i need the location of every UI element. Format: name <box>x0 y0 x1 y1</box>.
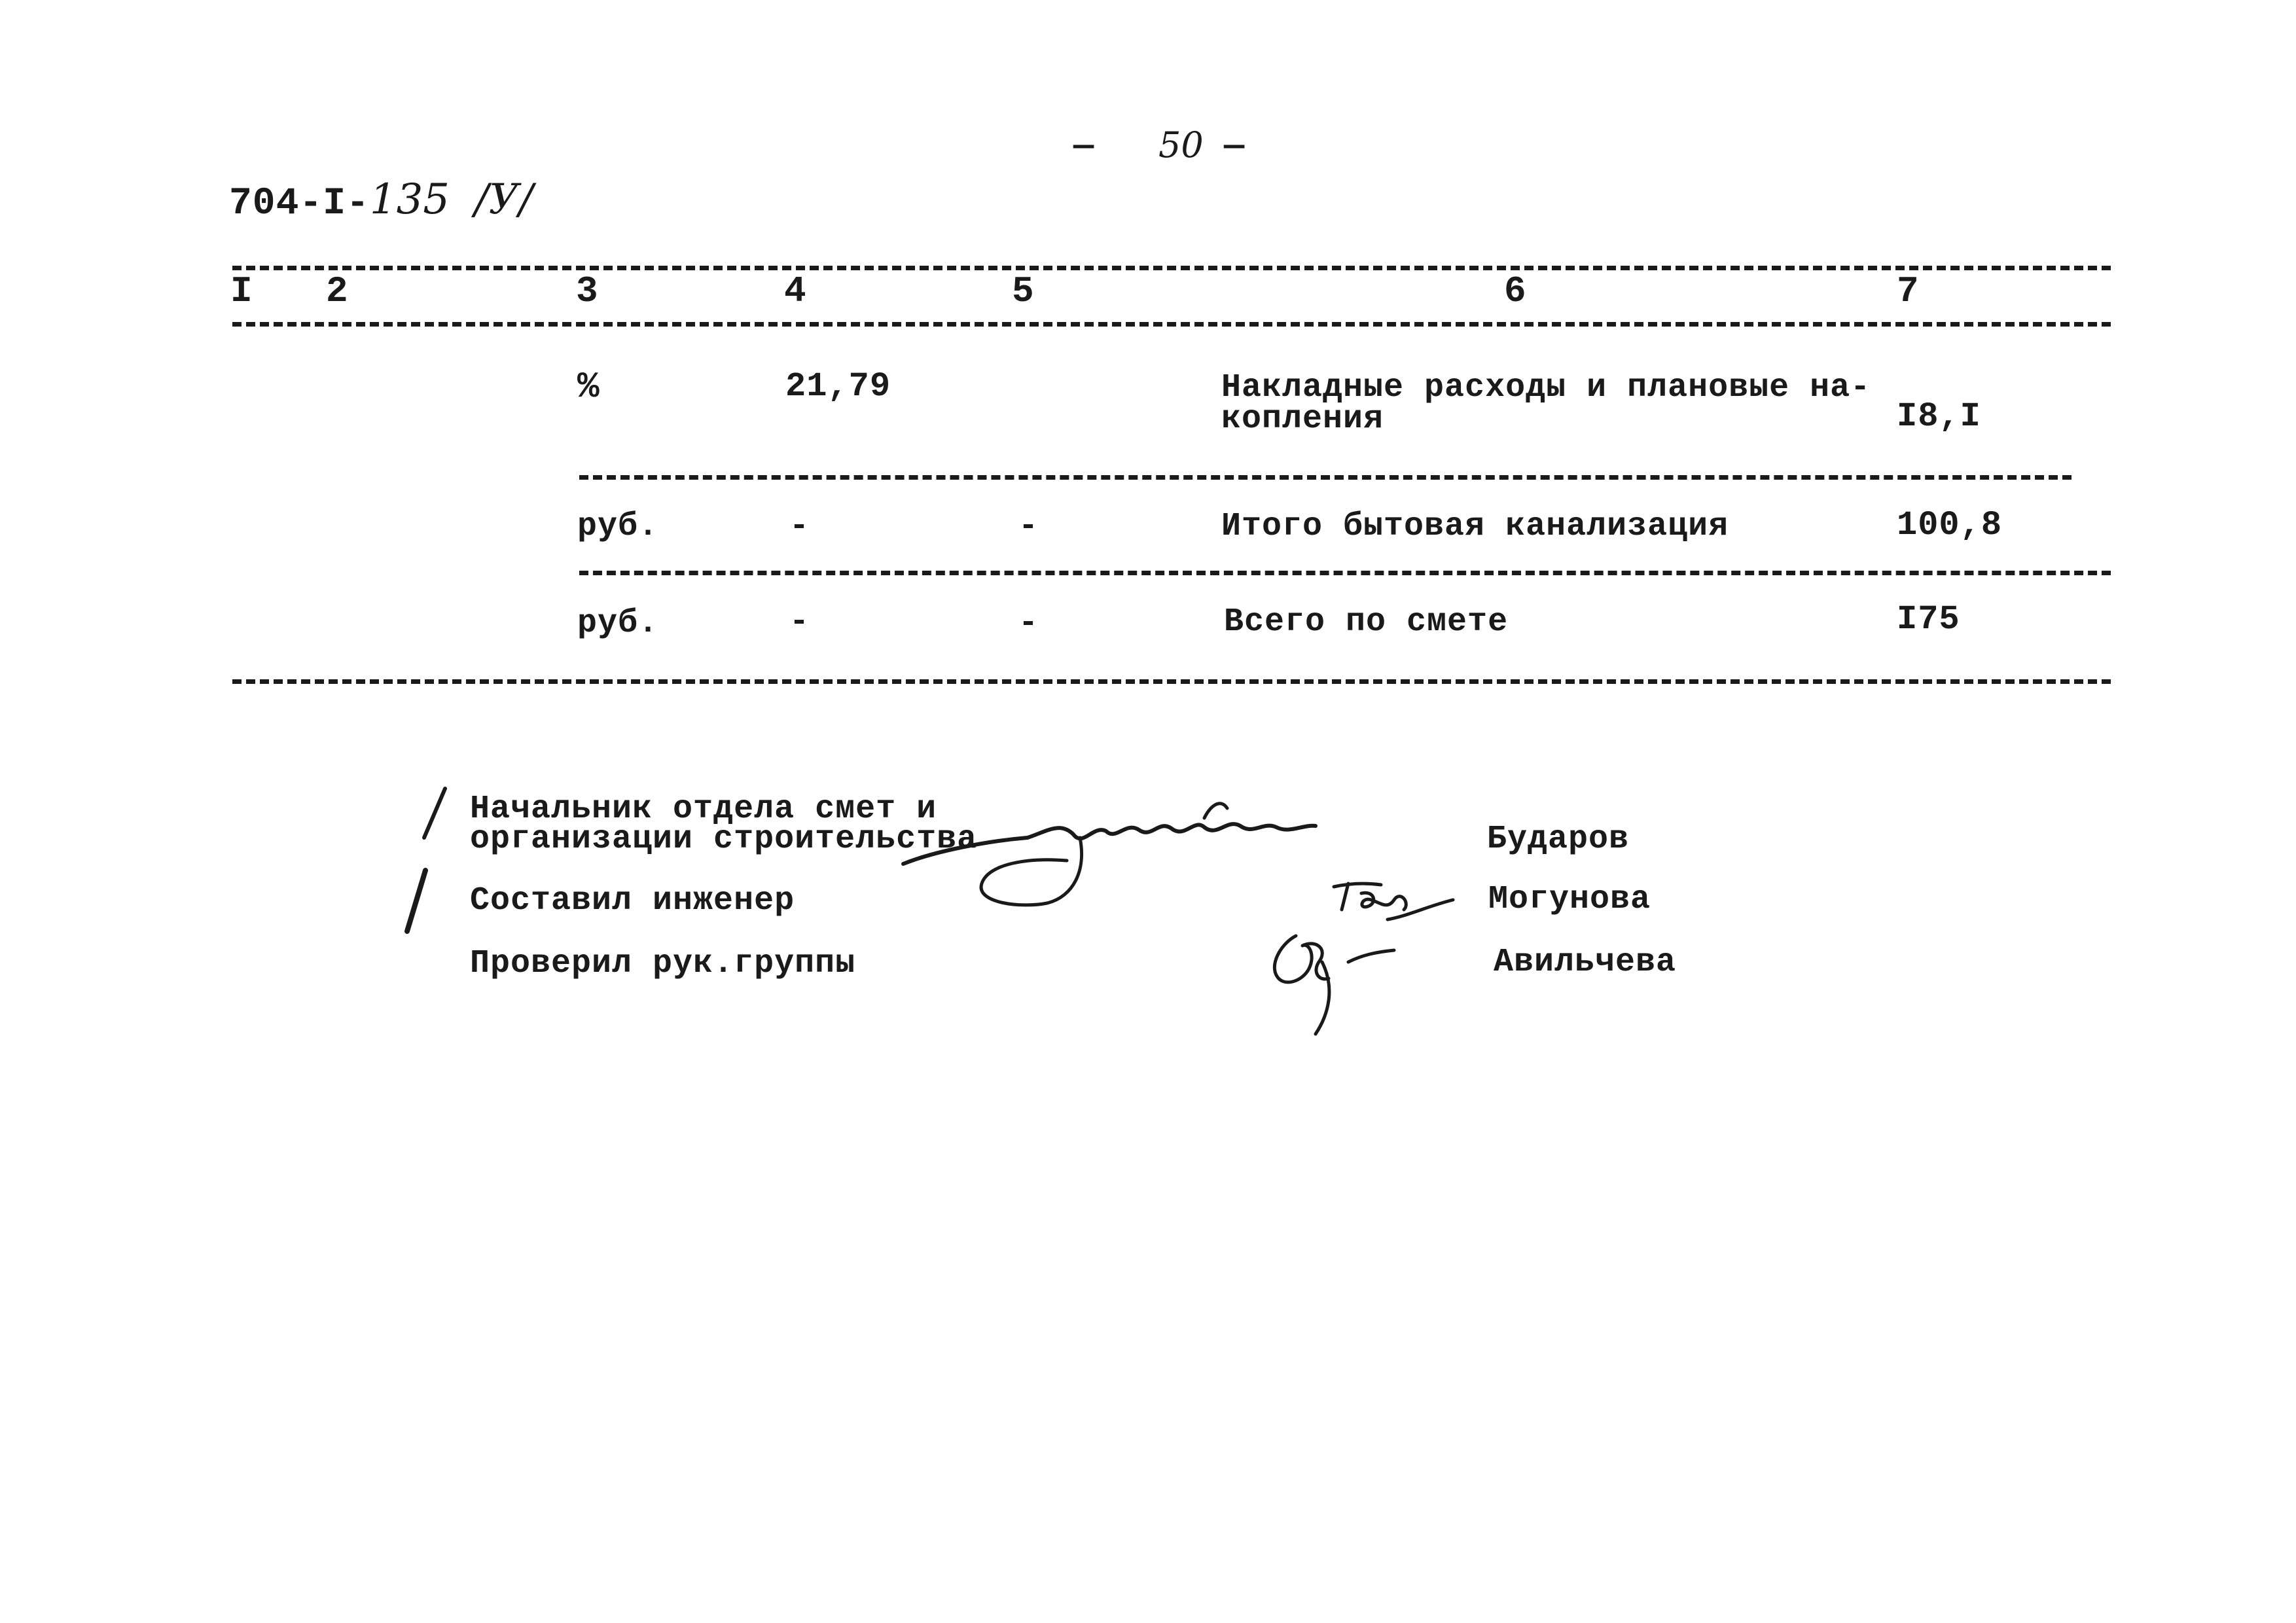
column-header-6: 6 <box>1504 270 1527 312</box>
document-code-suffix: /У/ <box>475 175 533 224</box>
row2-description: Итого бытовая канализация <box>1221 508 1729 545</box>
document-code-printed: 704-I- <box>229 183 370 225</box>
row2-price: - <box>1018 508 1039 545</box>
row2-unit: руб. <box>577 508 659 545</box>
column-header-2: 2 <box>326 270 349 312</box>
column-header-7: 7 <box>1897 270 1920 312</box>
signatory-3-name: Авильчева <box>1494 944 1677 981</box>
tick-mark-1 <box>422 787 447 840</box>
row1-amount: I8,I <box>1897 397 1981 436</box>
row3-description: Всего по смете <box>1224 603 1509 641</box>
signatory-1-name: Бударов <box>1487 821 1630 858</box>
document-code: 704-I-135/У/ <box>229 175 533 224</box>
table-rule-bottom <box>232 679 2111 684</box>
row3-quantity: - <box>789 603 810 641</box>
table-rule-row1-bottom <box>579 475 2072 480</box>
signatory-2-role: Составил инженер <box>470 882 795 919</box>
column-header-1: I <box>230 270 253 312</box>
signatory-3-role: Проверил рук.группы <box>470 945 856 982</box>
page-number-dash-left: — <box>1073 127 1094 166</box>
document-code-handwritten: 135 <box>369 175 450 224</box>
column-header-4: 4 <box>784 270 807 312</box>
signatory-1-role-line2: организации строительства <box>470 821 978 858</box>
table-rule-header-bottom <box>232 322 2111 327</box>
row2-quantity: - <box>789 508 810 545</box>
table-rule-top <box>232 266 2111 270</box>
row1-description-line1: Накладные расходы и плановые на- <box>1221 369 1871 406</box>
row3-amount: I75 <box>1897 600 1960 639</box>
row3-unit: руб. <box>577 605 659 642</box>
signatory-1-role-line1: Начальник отдела смет и <box>470 791 937 828</box>
row1-unit: % <box>577 366 600 408</box>
column-header-3: 3 <box>576 270 599 312</box>
handwritten-signature-2 <box>1272 882 1455 1036</box>
row2-amount: 100,8 <box>1897 506 2003 544</box>
row1-quantity: 21,79 <box>785 367 891 406</box>
page-number-dash-right: — <box>1224 127 1245 166</box>
signatory-2-name: Могунова <box>1488 881 1651 918</box>
column-header-5: 5 <box>1012 270 1035 312</box>
tick-mark-2 <box>404 868 428 934</box>
page-number: 50 <box>1158 124 1204 166</box>
handwritten-signature-1 <box>901 802 1318 907</box>
row1-description-line2: копления <box>1221 401 1384 438</box>
table-rule-row2-bottom <box>579 571 2111 575</box>
row3-price: - <box>1018 605 1039 642</box>
